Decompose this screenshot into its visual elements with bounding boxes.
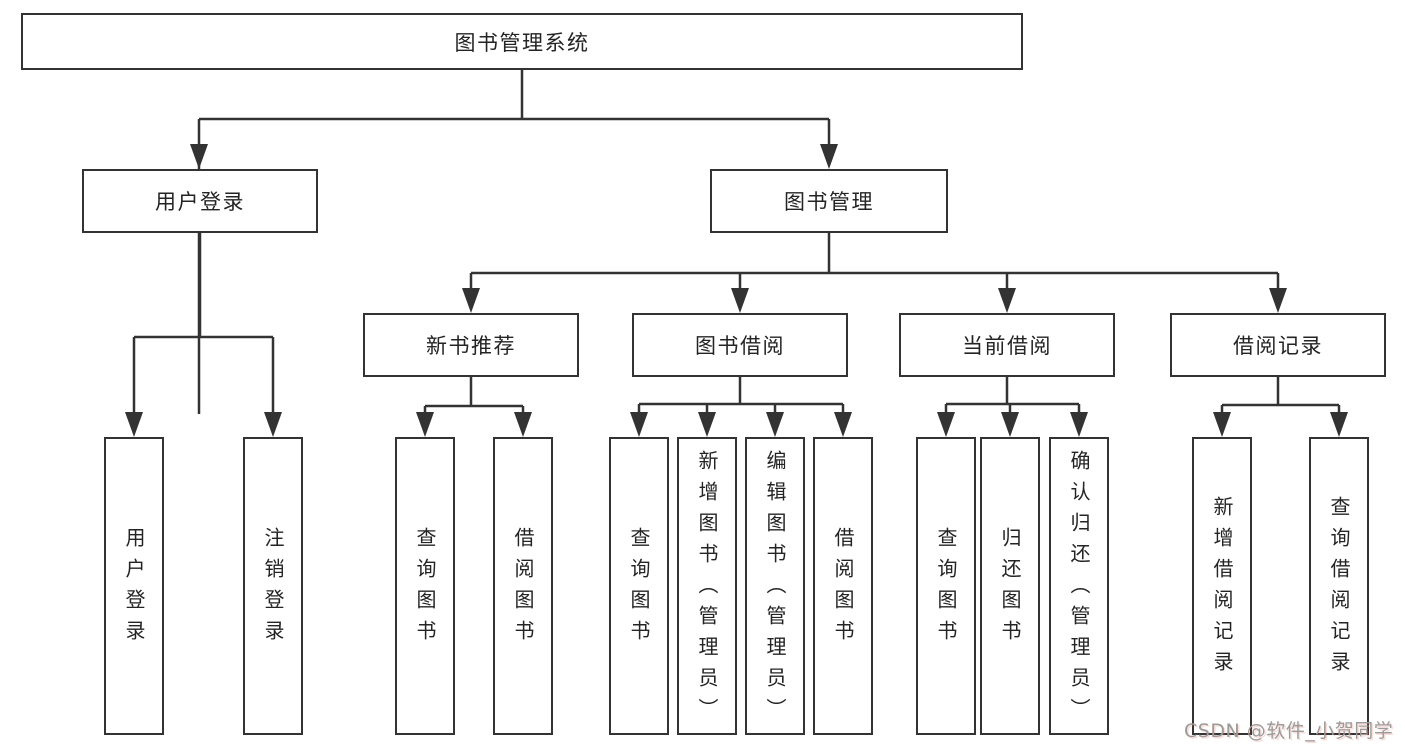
leaf-query-book: 查询图书: [609, 437, 669, 735]
leaf-borrow-book: 借阅图书: [813, 437, 873, 735]
leaf-logout: 注销登录: [243, 437, 303, 735]
leaf-edit-book-admin: 编辑图书（管理员）: [745, 437, 805, 735]
leaf-add-book-admin: 新增图书（管理员）: [677, 437, 737, 735]
node-borrowing-records: 借阅记录: [1170, 313, 1386, 377]
node-library-management-system: 图书管理系统: [21, 13, 1023, 70]
leaf-borrow-book: 借阅图书: [493, 437, 553, 735]
leaf-user-login: 用户登录: [104, 437, 164, 735]
node-book-borrowing: 图书借阅: [632, 313, 848, 377]
leaf-confirm-return-admin: 确认归还（管理员）: [1049, 437, 1109, 735]
node-book-management: 图书管理: [710, 169, 948, 233]
leaf-query-book: 查询图书: [916, 437, 976, 735]
node-new-book-recommend: 新书推荐: [363, 313, 579, 377]
node-current-borrowing: 当前借阅: [899, 313, 1115, 377]
leaf-query-borrow-record: 查询借阅记录: [1309, 437, 1369, 735]
csdn-watermark: CSDN @软件_小贺同学: [1184, 720, 1394, 742]
node-user-login: 用户登录: [82, 169, 318, 233]
leaf-add-borrow-record: 新增借阅记录: [1192, 437, 1252, 735]
leaf-query-book: 查询图书: [395, 437, 455, 735]
leaf-return-book: 归还图书: [980, 437, 1040, 735]
